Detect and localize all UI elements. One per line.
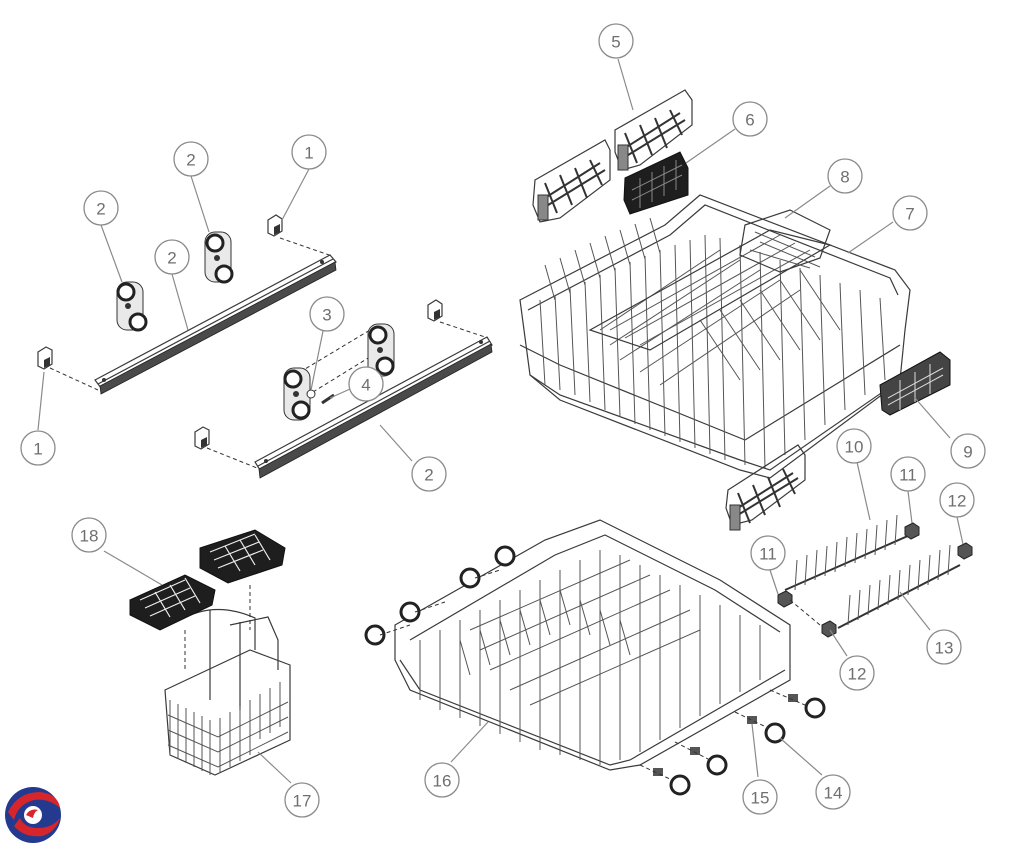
rail-lower bbox=[254, 336, 493, 479]
callout-label: 16 bbox=[433, 772, 452, 791]
callout-11b: 11 bbox=[890, 456, 926, 492]
callout-12b: 12 bbox=[939, 482, 975, 518]
callout-label: 9 bbox=[963, 443, 972, 462]
callout-6: 6 bbox=[732, 101, 768, 137]
wheel-set-left bbox=[364, 545, 516, 646]
callout-8: 8 bbox=[827, 158, 863, 194]
callout-1a: 1 bbox=[20, 430, 56, 466]
callout-13: 13 bbox=[926, 629, 962, 665]
callout-15: 15 bbox=[742, 779, 778, 815]
callout-2d: 2 bbox=[411, 456, 447, 492]
callout-9: 9 bbox=[950, 433, 986, 469]
callout-label: 2 bbox=[96, 200, 105, 219]
callout-label: 5 bbox=[611, 33, 620, 52]
callout-label: 7 bbox=[905, 205, 914, 224]
clip-6 bbox=[623, 151, 689, 215]
callout-label: 14 bbox=[824, 784, 843, 803]
basket-lid-right bbox=[199, 529, 286, 584]
callout-18: 18 bbox=[71, 517, 107, 553]
callout-label: 2 bbox=[186, 151, 195, 170]
callout-2c: 2 bbox=[154, 239, 190, 275]
lower-rack bbox=[364, 519, 791, 771]
end-cap-3 bbox=[194, 426, 210, 450]
callout-label: 12 bbox=[848, 665, 867, 684]
cup-shelf-right bbox=[614, 89, 693, 171]
callout-1b: 1 bbox=[291, 134, 327, 170]
screw bbox=[321, 393, 335, 405]
callout-4: 4 bbox=[348, 366, 384, 402]
roller-bracket-d bbox=[367, 323, 395, 377]
upper-rack-rail-assembly bbox=[37, 214, 493, 479]
callout-12a: 12 bbox=[839, 655, 875, 691]
axles-15 bbox=[653, 694, 798, 776]
washer bbox=[306, 389, 316, 399]
tine-row-10 bbox=[784, 514, 911, 591]
callout-7: 7 bbox=[892, 195, 928, 231]
callout-2a: 2 bbox=[83, 190, 119, 226]
end-cap-1 bbox=[37, 346, 53, 370]
clip-11-right bbox=[904, 522, 920, 540]
end-cap-4 bbox=[427, 299, 443, 322]
callout-label: 17 bbox=[293, 792, 312, 811]
callout-label: 2 bbox=[424, 466, 433, 485]
callout-label: 6 bbox=[745, 111, 754, 130]
callout-14: 14 bbox=[815, 774, 851, 810]
callout-10: 10 bbox=[836, 428, 872, 464]
cutlery-basket bbox=[164, 608, 291, 776]
tine-row-13 bbox=[837, 544, 961, 629]
brand-swirl-icon bbox=[5, 787, 61, 843]
callout-label: 3 bbox=[322, 306, 331, 325]
callout-label: 4 bbox=[361, 376, 370, 395]
small-rack-8 bbox=[739, 209, 831, 273]
upper-rack bbox=[519, 194, 911, 479]
callout-label: 18 bbox=[80, 527, 99, 546]
callout-label: 10 bbox=[845, 438, 864, 457]
roller-bracket-c bbox=[283, 367, 311, 421]
clip-12-left bbox=[821, 620, 837, 638]
cup-shelf-left bbox=[532, 139, 611, 223]
clip-12-right bbox=[957, 542, 973, 560]
end-cap-2 bbox=[267, 214, 283, 237]
callout-5: 5 bbox=[598, 23, 634, 59]
callout-16: 16 bbox=[424, 762, 460, 798]
callout-label: 11 bbox=[759, 545, 777, 564]
leader-lines bbox=[37, 58, 964, 784]
callout-label: 12 bbox=[948, 492, 967, 511]
wheels-14 bbox=[669, 697, 826, 796]
roller-bracket-a bbox=[116, 281, 148, 332]
rail-upper bbox=[94, 254, 337, 395]
clip-11-left bbox=[777, 590, 793, 608]
callout-17: 17 bbox=[284, 782, 320, 818]
callout-label: 8 bbox=[840, 168, 849, 187]
callout-label: 2 bbox=[167, 249, 176, 268]
callout-label: 15 bbox=[751, 789, 770, 808]
callout-11a: 11 bbox=[750, 535, 786, 571]
callout-label: 13 bbox=[935, 639, 954, 658]
roller-bracket-b bbox=[204, 231, 234, 284]
clip-9 bbox=[879, 351, 951, 416]
cup-shelf-lower bbox=[725, 444, 806, 531]
callout-label: 1 bbox=[33, 440, 42, 459]
callout-label: 11 bbox=[899, 466, 917, 485]
callout-2b: 2 bbox=[173, 141, 209, 177]
callout-3: 3 bbox=[309, 296, 345, 332]
basket-lid-left bbox=[129, 574, 216, 631]
callout-label: 1 bbox=[304, 144, 313, 163]
